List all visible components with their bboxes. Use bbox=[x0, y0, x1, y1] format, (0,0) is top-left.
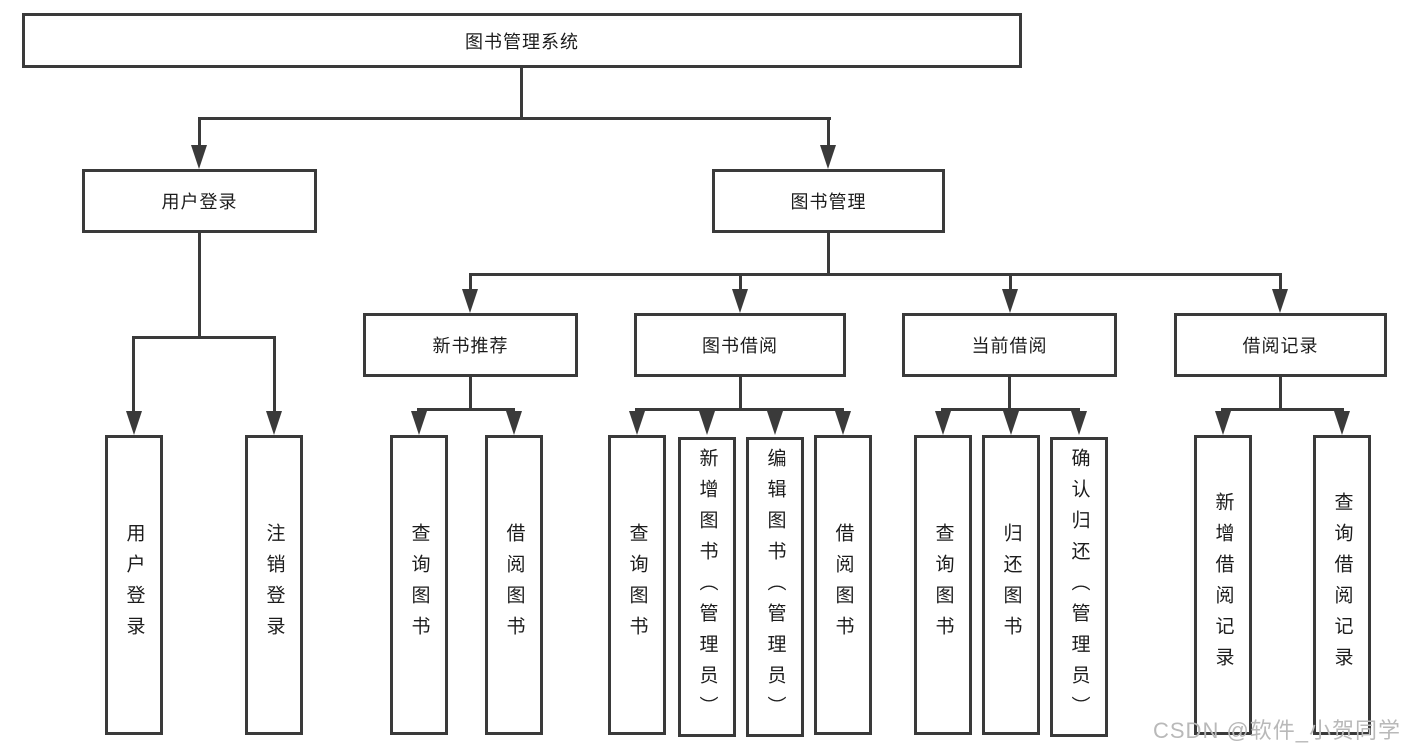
connector-line bbox=[417, 408, 515, 411]
connector-line bbox=[469, 377, 472, 408]
arrowhead-down-icon bbox=[1334, 411, 1350, 435]
arrowhead-down-icon bbox=[699, 411, 715, 435]
connector-line bbox=[469, 273, 1282, 276]
connector-line bbox=[469, 273, 472, 291]
connector-line bbox=[273, 336, 276, 413]
arrowhead-down-icon bbox=[462, 289, 478, 313]
leaf-borrow-books-1: 借阅图书 bbox=[485, 435, 543, 735]
connector-line bbox=[520, 68, 523, 117]
arrowhead-down-icon bbox=[935, 411, 951, 435]
leaf-query-books-1-label: 查询图书 bbox=[408, 523, 430, 647]
node-book-borrowing-label: 图书借阅 bbox=[702, 336, 778, 356]
node-current-borrowing: 当前借阅 bbox=[902, 313, 1117, 377]
arrowhead-down-icon bbox=[266, 411, 282, 435]
connector-line bbox=[132, 336, 135, 413]
leaf-add-book-admin-label: 新增图书（管理员） bbox=[696, 447, 718, 727]
connector-line bbox=[635, 408, 844, 411]
connector-line bbox=[198, 117, 201, 147]
connector-line bbox=[941, 408, 1080, 411]
arrowhead-down-icon bbox=[767, 411, 783, 435]
node-borrowing-records: 借阅记录 bbox=[1174, 313, 1387, 377]
node-root: 图书管理系统 bbox=[22, 13, 1022, 68]
node-new-book-recommend-label: 新书推荐 bbox=[432, 336, 509, 356]
leaf-add-borrow-record-label: 新增借阅记录 bbox=[1212, 492, 1234, 678]
node-root-label: 图书管理系统 bbox=[465, 31, 579, 52]
leaf-query-books-3: 查询图书 bbox=[914, 435, 972, 735]
leaf-return-books-label: 归还图书 bbox=[1000, 523, 1022, 647]
connector-line bbox=[739, 377, 742, 408]
arrowhead-down-icon bbox=[629, 411, 645, 435]
leaf-confirm-return-admin: 确认归还（管理员） bbox=[1050, 437, 1108, 737]
arrowhead-down-icon bbox=[1071, 411, 1087, 435]
leaf-query-books-3-label: 查询图书 bbox=[932, 523, 954, 647]
leaf-user-login-label: 用户登录 bbox=[123, 523, 145, 647]
node-borrowing-records-label: 借阅记录 bbox=[1242, 336, 1319, 356]
arrowhead-down-icon bbox=[835, 411, 851, 435]
connector-line bbox=[827, 233, 830, 273]
connector-line bbox=[739, 273, 742, 291]
connector-line bbox=[198, 233, 201, 336]
leaf-add-book-admin: 新增图书（管理员） bbox=[678, 437, 736, 737]
connector-line bbox=[1009, 273, 1012, 291]
connector-line bbox=[1221, 408, 1344, 411]
connector-line bbox=[1279, 377, 1282, 408]
node-book-management: 图书管理 bbox=[712, 169, 945, 233]
leaf-borrow-books-2-label: 借阅图书 bbox=[832, 523, 854, 647]
leaf-borrow-books-2: 借阅图书 bbox=[814, 435, 872, 735]
leaf-return-books: 归还图书 bbox=[982, 435, 1040, 735]
arrowhead-down-icon bbox=[1003, 411, 1019, 435]
node-book-management-label: 图书管理 bbox=[790, 192, 867, 212]
arrowhead-down-icon bbox=[1215, 411, 1231, 435]
leaf-query-books-2-label: 查询图书 bbox=[626, 523, 648, 647]
connector-line bbox=[1008, 377, 1011, 408]
arrowhead-down-icon bbox=[820, 145, 836, 169]
arrowhead-down-icon bbox=[191, 145, 207, 169]
leaf-edit-book-admin: 编辑图书（管理员） bbox=[746, 437, 804, 737]
leaf-confirm-return-admin-label: 确认归还（管理员） bbox=[1068, 447, 1090, 727]
leaf-edit-book-admin-label: 编辑图书（管理员） bbox=[764, 447, 786, 727]
leaf-user-login: 用户登录 bbox=[105, 435, 163, 735]
leaf-query-borrow-record: 查询借阅记录 bbox=[1313, 435, 1371, 735]
arrowhead-down-icon bbox=[126, 411, 142, 435]
leaf-query-books-1: 查询图书 bbox=[390, 435, 448, 735]
leaf-logout: 注销登录 bbox=[245, 435, 303, 735]
arrowhead-down-icon bbox=[1002, 289, 1018, 313]
arrowhead-down-icon bbox=[1272, 289, 1288, 313]
csdn-watermark: CSDN @软件_小贺同学 bbox=[1153, 718, 1402, 743]
connector-line bbox=[198, 117, 831, 120]
node-user-login: 用户登录 bbox=[82, 169, 317, 233]
leaf-logout-label: 注销登录 bbox=[263, 523, 285, 647]
connector-line bbox=[827, 117, 830, 147]
node-current-borrowing-label: 当前借阅 bbox=[971, 336, 1048, 356]
node-new-book-recommend: 新书推荐 bbox=[363, 313, 578, 377]
arrowhead-down-icon bbox=[411, 411, 427, 435]
leaf-borrow-books-1-label: 借阅图书 bbox=[503, 523, 525, 647]
leaf-query-books-2: 查询图书 bbox=[608, 435, 666, 735]
arrowhead-down-icon bbox=[732, 289, 748, 313]
arrowhead-down-icon bbox=[506, 411, 522, 435]
connector-line bbox=[132, 336, 276, 339]
node-user-login-label: 用户登录 bbox=[161, 192, 238, 212]
leaf-add-borrow-record: 新增借阅记录 bbox=[1194, 435, 1252, 735]
leaf-query-borrow-record-label: 查询借阅记录 bbox=[1331, 492, 1353, 678]
connector-line bbox=[1279, 273, 1282, 291]
node-book-borrowing: 图书借阅 bbox=[634, 313, 846, 377]
